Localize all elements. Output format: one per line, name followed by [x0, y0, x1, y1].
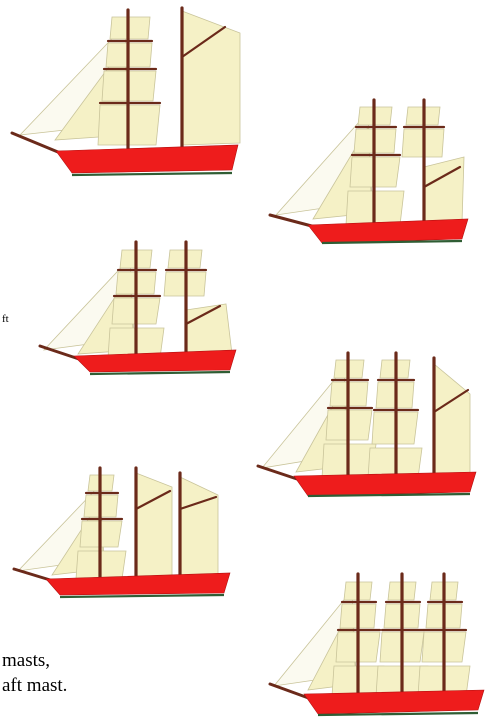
sailing-ship-4 — [256, 350, 478, 500]
sailing-ship-5 — [12, 465, 232, 600]
sailing-ship-6 — [268, 572, 488, 717]
sailing-ship-1 — [10, 5, 242, 180]
sailing-ship-2 — [268, 97, 470, 245]
caption-fragment-ft: ft — [2, 313, 9, 325]
caption-fragment-line2: aft mast. — [2, 675, 67, 697]
sailing-ship-3 — [38, 240, 238, 378]
caption-fragment-line1: masts, — [2, 650, 50, 672]
